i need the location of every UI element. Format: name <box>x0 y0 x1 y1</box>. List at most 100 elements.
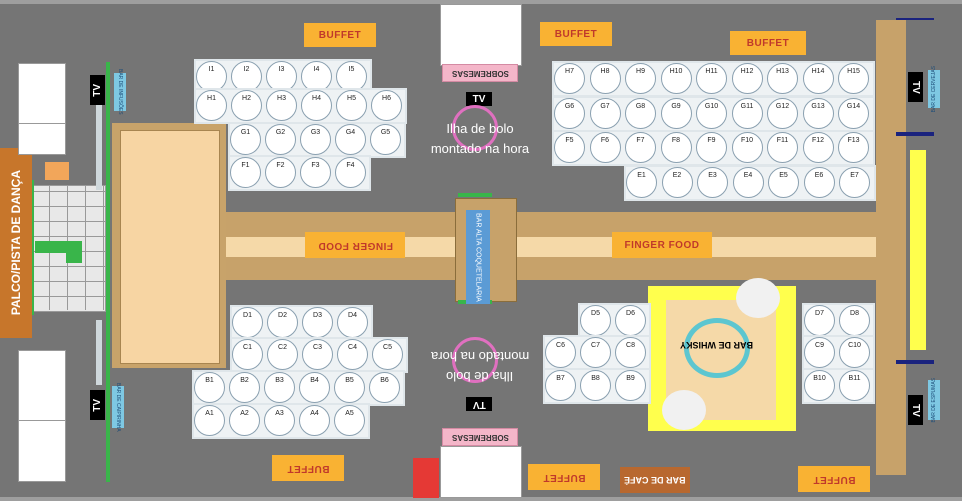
table-g2: G2 <box>265 124 296 155</box>
table-d3: D3 <box>302 307 333 338</box>
table-label: H15 <box>847 68 860 75</box>
table-b1: B1 <box>194 372 225 403</box>
table-label: H8 <box>600 68 610 75</box>
sobremesas-bottom-white <box>440 446 522 498</box>
table-a1: A1 <box>194 405 225 436</box>
table-label: E3 <box>708 172 717 179</box>
table-d6: D6 <box>615 305 646 336</box>
table-label: F13 <box>847 137 860 144</box>
finger-food-left: FINGER FOOD <box>305 232 405 258</box>
table-b3: B3 <box>264 372 295 403</box>
ilha-top-text-1: Ilha de bolo <box>446 120 514 136</box>
table-h12: H12 <box>731 63 763 94</box>
table-f4: F4 <box>335 157 366 188</box>
top-wall <box>0 0 962 4</box>
table-label: C2 <box>278 344 287 351</box>
table-d1: D1 <box>232 307 263 338</box>
table-label: I1 <box>208 66 215 73</box>
table-label: H13 <box>776 68 789 75</box>
flower-deco-1 <box>736 278 780 318</box>
table-f10: F10 <box>731 132 763 163</box>
table-g1: G1 <box>230 124 261 155</box>
stage-box-bottom-2 <box>18 420 66 482</box>
table-f5: F5 <box>554 132 585 163</box>
table-i4: I4 <box>301 61 332 92</box>
table-h10: H10 <box>660 63 692 94</box>
table-label: D5 <box>591 310 600 317</box>
buffet-top-center: BUFFET <box>540 22 612 46</box>
ilha-bottom-text-1: montado na hora <box>430 348 530 364</box>
table-a4: A4 <box>299 405 330 436</box>
table-e4: E4 <box>732 167 764 198</box>
table-g13: G13 <box>802 98 834 129</box>
table-b4: B4 <box>299 372 330 403</box>
table-a2: A2 <box>229 405 260 436</box>
sobremesas-top-white <box>440 4 522 66</box>
table-label: E4 <box>743 172 753 179</box>
table-g4: G4 <box>335 124 366 155</box>
table-c2: C2 <box>267 339 298 370</box>
bar-espumas: BAR DE ESPUMAS <box>928 378 940 422</box>
table-label: B6 <box>380 377 389 384</box>
table-c5: C5 <box>372 339 403 370</box>
table-d8: D8 <box>839 305 870 336</box>
right-blue-low <box>896 360 934 364</box>
table-label: I5 <box>348 66 355 73</box>
table-label: G2 <box>275 129 286 136</box>
table-label: G12 <box>775 103 790 110</box>
table-label: H7 <box>565 68 574 75</box>
table-g5: G5 <box>370 124 401 155</box>
table-label: C6 <box>556 342 565 349</box>
left-rail-top <box>106 62 110 482</box>
table-label: D1 <box>243 312 252 319</box>
table-c4: C4 <box>337 339 368 370</box>
table-label: F8 <box>671 137 681 144</box>
corridor-right <box>876 20 906 475</box>
table-e1: E1 <box>626 167 657 198</box>
table-label: D8 <box>850 310 859 317</box>
table-label: G7 <box>600 103 610 110</box>
ilha-top-ring <box>452 105 498 151</box>
table-h6: H6 <box>371 90 402 121</box>
table-label: I2 <box>243 66 250 73</box>
table-label: G14 <box>846 103 861 110</box>
table-label: H11 <box>705 68 718 75</box>
stage-box-top <box>18 63 66 125</box>
bar-caipirinha: BAR DE CAIPIRINHA <box>112 383 124 431</box>
bar-alta-label: BAR ALTA COQUETELARIA <box>466 210 490 304</box>
buffet-top-right: BUFFET <box>730 31 806 55</box>
ilha-top-text-2: montado na hora <box>430 140 530 156</box>
table-label: D7 <box>815 310 824 317</box>
table-label: A2 <box>240 410 249 417</box>
table-label: G11 <box>740 103 754 110</box>
table-c8: C8 <box>615 337 646 368</box>
table-label: H1 <box>207 95 216 102</box>
table-label: B3 <box>275 377 284 384</box>
sobremesas-bottom: SOBREMESAS <box>442 428 518 446</box>
bar-cervejas: BAR DE CERVEJAS <box>928 66 940 112</box>
table-label: B4 <box>310 377 319 384</box>
table-e5: E5 <box>768 167 799 198</box>
table-b5: B5 <box>334 372 365 403</box>
table-label: B1 <box>205 377 214 384</box>
finger-food-right: FINGER FOOD <box>612 232 712 258</box>
sobremesas-top: SOBREMESAS <box>442 64 518 82</box>
table-f3: F3 <box>300 157 331 188</box>
tv-right-top: TV <box>908 72 923 102</box>
table-label: C1 <box>243 344 252 351</box>
table-b11: B11 <box>839 370 870 401</box>
stage-green-line-left <box>32 180 34 315</box>
table-label: B8 <box>591 375 600 382</box>
table-label: G1 <box>240 129 251 136</box>
table-label: E1 <box>637 172 646 179</box>
table-label: A4 <box>310 410 319 417</box>
orange-block <box>45 162 69 180</box>
table-label: F5 <box>565 137 574 144</box>
table-h2: H2 <box>231 90 262 121</box>
table-label: F6 <box>600 137 610 144</box>
buffet-bottom-center: BUFFET <box>528 464 600 490</box>
table-h13: H13 <box>767 63 798 94</box>
table-b2: B2 <box>229 372 260 403</box>
table-g7: G7 <box>589 98 621 129</box>
